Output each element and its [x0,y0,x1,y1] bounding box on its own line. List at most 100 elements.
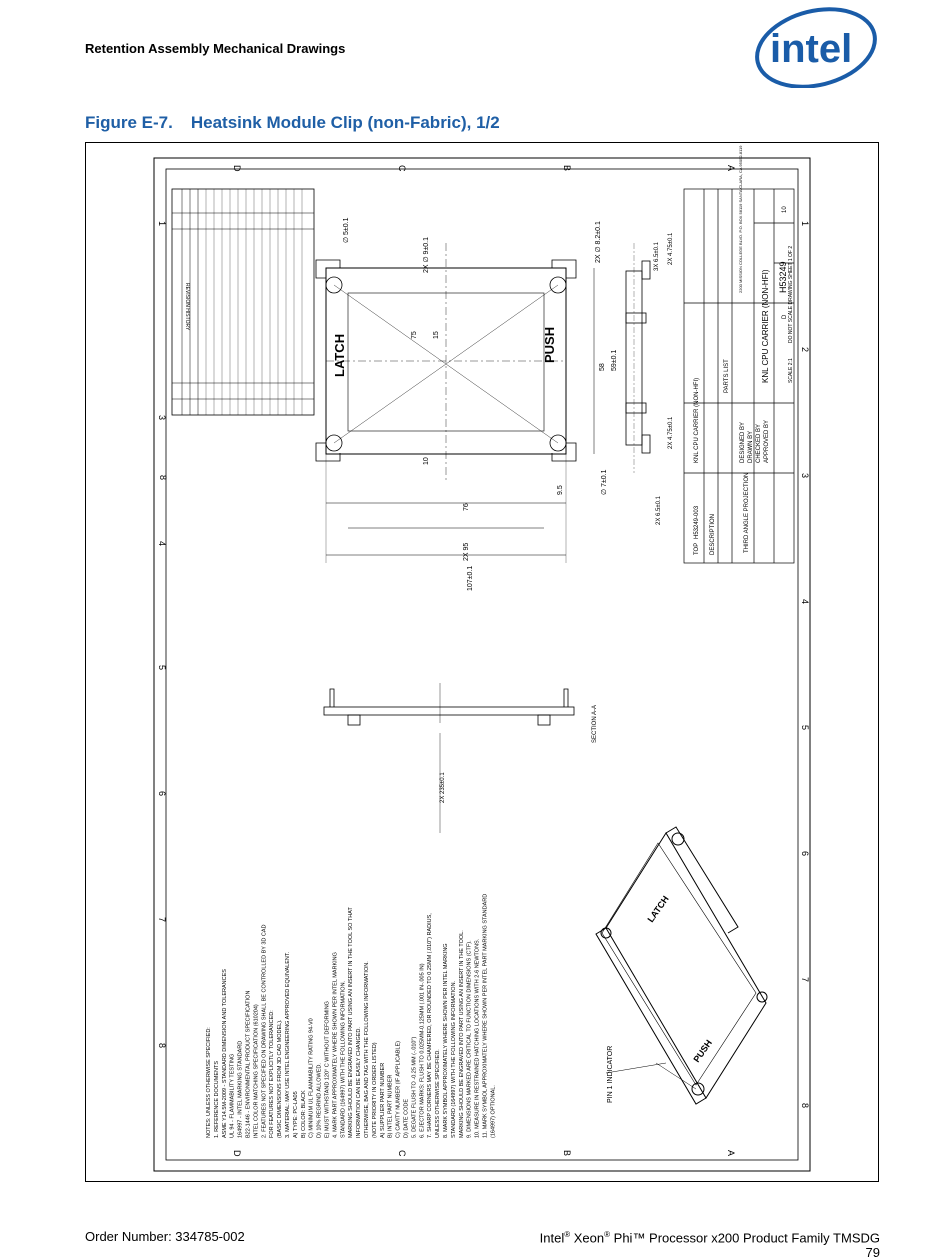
note-line: STANDARD (164997) WITH THE FOLLOWING INF… [340,980,346,1138]
notes-title: NOTES: UNLESS OTHERWISE SPECIFIED: [206,1027,212,1138]
tb-checked-by: CHECKED BY [756,424,762,463]
zone-8-left: 8 [157,1043,167,1048]
footer-order-number: Order Number: 334785-002 [85,1229,245,1244]
zone-d-top: D [232,165,242,172]
figure-title: Figure E-7. Heatsink Module Clip (non-Fab… [85,113,500,133]
tb-size: D [782,314,788,319]
tb-third-angle: THIRD ANGLE PROJECTION [744,473,750,553]
note-line: (BASIC DIMENSIONS FROM 3D CAD MODEL). [277,1019,283,1138]
footer-product-name: Phi™ Processor x200 Product Family TMSDG [613,1230,880,1246]
tb-designed-by: DESIGNED BY [740,422,746,463]
pin1-indicator-label: PIN 1 INDICATOR [607,1046,614,1103]
note-line: D) DATE CODE [404,1099,410,1138]
note-line: MARKING SHOULD BE ENGRAVED INTO PART USI… [459,930,465,1138]
dim-hole-5: ∅ 5±0.1 [343,217,350,243]
note-line: 8. MARK SYMBOL APPROXIMATELY WHERE SHOWN… [443,943,449,1138]
title-block-text: TOP H53249-003 KNL CPU CARRIER (NON-HFI)… [694,145,794,555]
zone-5-left: 5 [157,665,167,670]
side-view-labels: 2X 4.75±0.1 2X 4.75±0.1 2X 6.5±0.1 3X 6.… [654,232,674,525]
zone-labels-left: 8 [158,475,168,480]
isometric-view [595,826,768,1105]
note-line: C) MINIMUM UL FLAMMABILITY RATING 94-V0 [309,1018,315,1138]
dim-overall-width: 107±0.1 [467,566,474,591]
tb-desc-label: DESCRIPTION [710,514,716,555]
footer-reg-2: ® [604,1230,611,1239]
footer-xeon: Xeon [573,1230,605,1246]
zone-d-bottom: D [232,1150,242,1157]
zone-b-top: B [562,165,572,171]
latch-label: LATCH [332,334,347,377]
iso-latch-label: LATCH [645,894,670,924]
section-a-a [323,683,575,833]
title-block [683,188,795,564]
top-view-clip [315,243,595,563]
footer-reg-1: ® [564,1230,571,1239]
note-line: B) COLOR: BLACK [301,1090,307,1138]
tb-part-title: KNL CPU CARRIER (NON-HFI) [761,269,770,383]
zone-1-right: 1 [800,221,810,226]
note-line: OTHERWISE, BAG AND TAG WITH THE FOLLOWIN… [364,961,370,1138]
footer-intel: Intel [539,1230,565,1246]
zone-4-left: 4 [157,541,167,546]
zone-8-right: 8 [800,1103,810,1108]
note-line: D) 10% REGRIND ALLOWED. [317,1063,323,1138]
tb-approved-by: APPROVED BY [764,420,770,463]
tb-top: TOP [694,543,700,555]
note-line: ASME Y14.5M-2009 - STANDARD DIMENSION AN… [222,969,228,1138]
note-line: 2. FEATURES NOT SPECIFIED ON DRAWING SHA… [261,924,267,1138]
note-line: 9. DIMENSIONS MARKED ARE CRITICAL TO FUN… [467,940,473,1138]
drawing-frame: 8 3 4 5 6 7 8 1 1 2 3 4 5 6 7 8 D C B A … [85,142,879,1182]
side-view [625,243,651,473]
note-line: FOR FEATURES NOT EXPLICITLY TOLERANCED: [269,1010,275,1138]
tb-address: 2200 MISSION COLLEGE BLVD. P.O. BOX 5811… [738,145,743,293]
dim-75: 75 [411,331,418,339]
dim-side-4: 3X 6.5±0.1 [654,241,660,271]
figure-number: Figure E-7. [85,113,173,132]
dim-59: 59±0.1 [611,350,618,371]
note-line: 4. MARK PART APPROXIMATELY WHERE SHOWN P… [332,952,338,1138]
svg-text:intel: intel [770,27,852,71]
note-line: 6. EJECTOR MARKS: FLUSH TO 0.025MM-0.125… [419,963,425,1138]
note-line: INFORMATION CAN BE EASILY CHANGED. [356,1027,362,1138]
zone-3-left: 3 [157,415,167,420]
zone-a-bottom: A [726,1150,736,1156]
tb-drawn-by: DRAWN BY [748,431,754,463]
tb-parts-list: PARTS LIST [724,359,730,393]
zone-7-left: 7 [157,917,167,922]
note-line: 164997 - INTEL MARKING STANDARD [238,1041,244,1138]
note-line: UL 94 - FLAMMABILITY TESTING [230,1054,236,1138]
dim-58: 58 [599,363,606,371]
mechanical-drawing: 8 3 4 5 6 7 8 1 1 2 3 4 5 6 7 8 D C B A … [153,145,811,1172]
zone-a-top: A [726,165,736,171]
revision-history-title: REVISION HISTORY [184,283,190,331]
dim-hole-9: 2X ∅ 9±0.1 [423,237,430,273]
zone-3-right: 3 [800,473,810,478]
zone-label: 8 [158,475,168,480]
zone-c-bottom: C [397,1150,407,1157]
note-line: UNLESS OTHERWISE SPECIFIED. [435,1049,441,1138]
dim-side-3: 2X 6.5±0.1 [656,495,662,525]
zone-5-right: 5 [800,725,810,730]
page-number: 79 [865,1245,880,1260]
note-line: INTEL COLOR MATCHING SPECIFICATION (6102… [253,1004,259,1138]
tb-part-number: H53249-003 [694,505,700,539]
note-line: MARKING SHOULD BE ENGRAVED INTO PART USI… [348,907,354,1138]
note-line: 10. MEASURE IN RESTRAINED HATCHING LOCAT… [475,938,481,1138]
zone-4-right: 4 [800,599,810,604]
note-line: (164997) OPTIONAL. [490,1085,496,1138]
section-a-a-label: SECTION A-A [592,705,598,743]
zone-6-left: 6 [157,791,167,796]
iso-push-label: PUSH [691,1038,714,1064]
dim-hole-8-2: 2X ∅ 8.2±0.1 [595,221,602,263]
dim-width-95: 2X 95 [463,543,470,561]
note-line: (NOTE PRIORITY IN ORDER LISTED) [372,1042,378,1138]
dim-hole-7: ∅ 7±0.1 [601,469,608,495]
note-line: 7. SHARP CORNERS MAY BE CHAMFERED, OR RO… [427,913,433,1138]
zone-1-left: 1 [157,221,167,226]
figure-caption: Heatsink Module Clip (non-Fabric), 1/2 [190,113,500,132]
zone-7-right: 7 [800,977,810,982]
note-line: 5. DEGATE FLUSH TO -0.25 MM (-.010") [411,1037,417,1138]
dim-15: 15 [433,331,440,339]
tb-drawing-number: H53249 [778,261,788,293]
note-line: B22-1446 - ENVIRONMENTAL PRODUCT SPECIFI… [246,991,252,1138]
